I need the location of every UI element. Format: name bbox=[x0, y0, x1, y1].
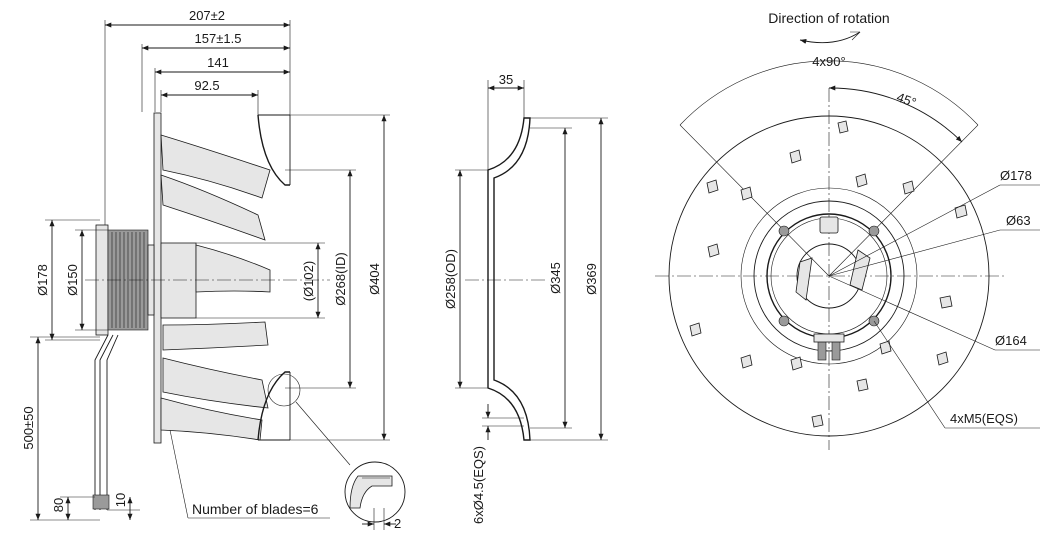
dim-nozzle-369: Ø369 bbox=[584, 263, 599, 295]
nozzle-view: 35 Ø258(OD) Ø345 Ø369 6xØ4.5(EQS) bbox=[443, 72, 608, 524]
dim-nozzle-holes: 6xØ4.5(EQS) bbox=[471, 446, 486, 524]
dim-164: Ø164 bbox=[995, 333, 1027, 348]
dim-cable-end: 10 bbox=[113, 493, 128, 507]
dim-63: Ø63 bbox=[1006, 213, 1031, 228]
dim-inlet-id: Ø268(ID) bbox=[333, 252, 348, 305]
dim-motor-dia: Ø178 bbox=[35, 264, 50, 296]
dim-angle: 45° bbox=[895, 89, 919, 110]
dim-threads: 4xM5(EQS) bbox=[950, 411, 1018, 426]
dim-inlet-depth: 92.5 bbox=[194, 78, 219, 93]
dim-hole-pattern: 4x90° bbox=[812, 54, 845, 69]
dim-nozzle-od: Ø258(OD) bbox=[443, 249, 458, 309]
side-view: 207±2 157±1.5 141 92.5 bbox=[21, 8, 406, 531]
dim-flange-length: 157±1.5 bbox=[195, 31, 242, 46]
dim-178: Ø178 bbox=[1000, 168, 1032, 183]
dim-nozzle-345: Ø345 bbox=[548, 262, 563, 294]
dim-nozzle-depth: 35 bbox=[499, 72, 513, 87]
dim-overall-length: 207±2 bbox=[189, 8, 225, 23]
dim-hub-dia: Ø150 bbox=[65, 264, 80, 296]
blade-note: Number of blades=6 bbox=[192, 501, 319, 517]
dim-impeller-length: 141 bbox=[207, 55, 229, 70]
dim-detail-gap: 2 bbox=[394, 516, 401, 531]
front-view: Direction of rotation 4x90° 45° bbox=[655, 10, 1040, 450]
dim-cable-length: 500±50 bbox=[21, 406, 36, 449]
rotation-label: Direction of rotation bbox=[768, 10, 889, 26]
dim-impeller-dia: Ø404 bbox=[367, 263, 382, 295]
dim-cable-strip: 80 bbox=[51, 498, 66, 512]
dim-hub-inner: (Ø102) bbox=[301, 261, 316, 301]
